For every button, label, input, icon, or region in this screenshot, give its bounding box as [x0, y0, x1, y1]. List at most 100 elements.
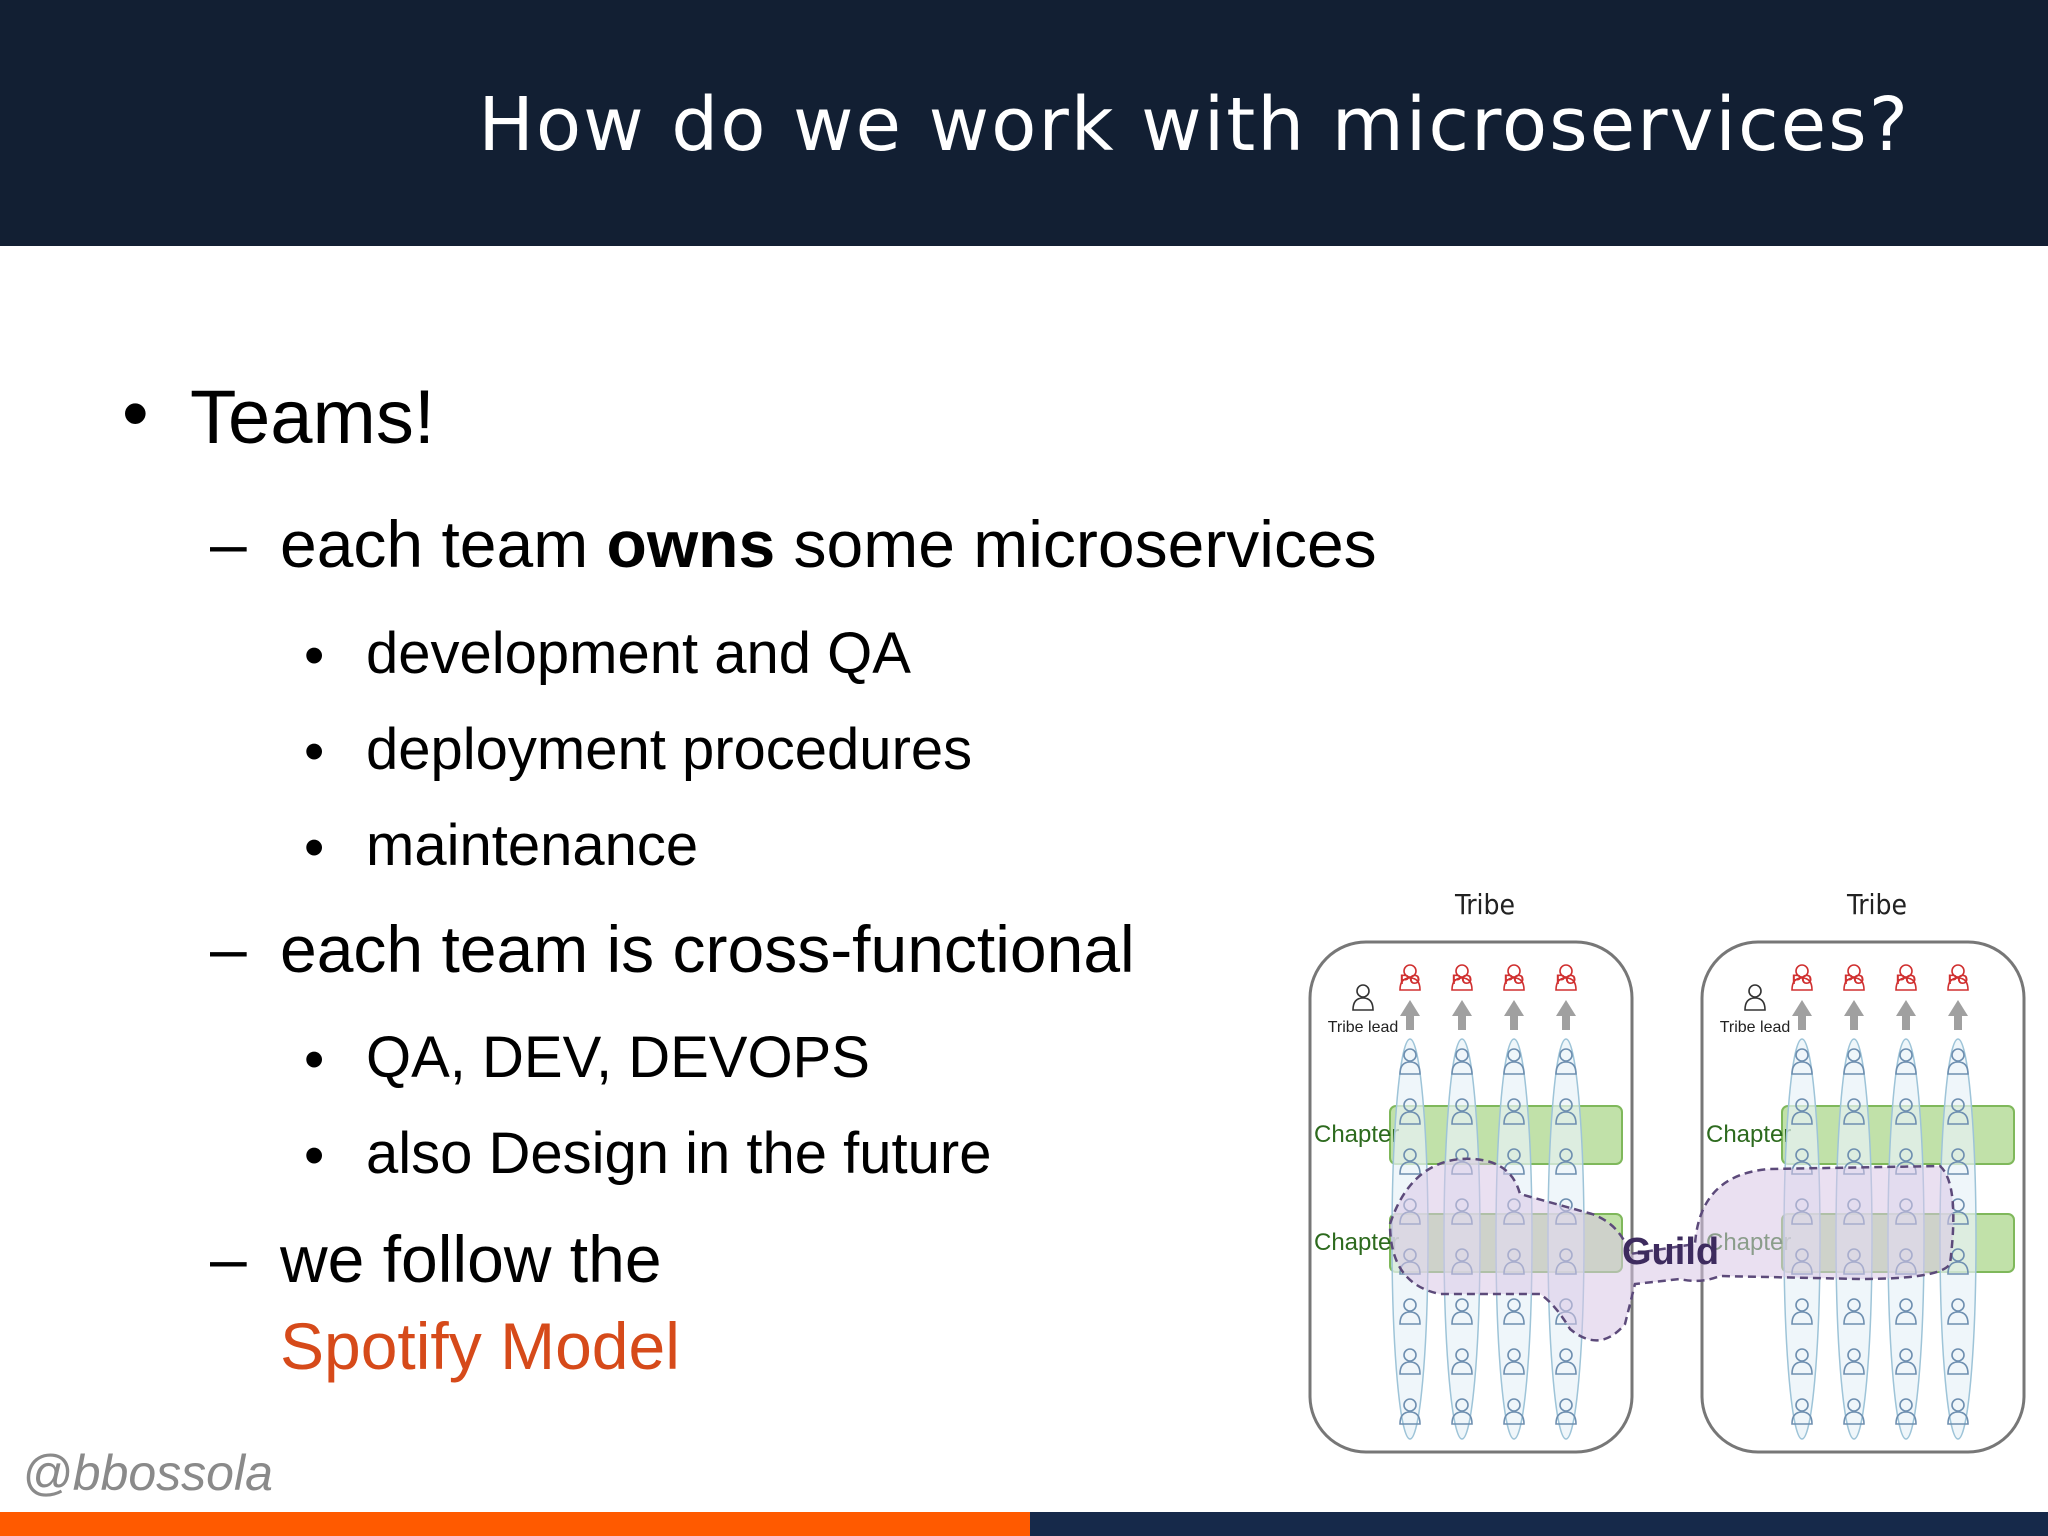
po-label: PO: [1504, 971, 1524, 987]
po-person-body: [1947, 977, 1969, 991]
squad-member-body: [1399, 1361, 1421, 1375]
po-arrow: [1896, 1000, 1916, 1030]
squad-member-head: [1847, 1298, 1861, 1312]
spotify-model-link[interactable]: Spotify Model: [280, 1309, 680, 1383]
chapter-label: Chapter: [1706, 1121, 1791, 1148]
squad-member-head: [1403, 1048, 1417, 1062]
squad-member-head: [1847, 1148, 1861, 1162]
footer-bar-orange: [0, 1512, 1030, 1536]
squad-member-body: [1503, 1061, 1525, 1075]
guild-region: [1388, 1157, 1955, 1342]
po-arrow: [1400, 1000, 1420, 1030]
po-person-body: [1503, 977, 1525, 991]
squad-member-head: [1403, 1098, 1417, 1112]
po-label: PO: [1792, 971, 1812, 987]
squad-member-head: [1507, 1398, 1521, 1412]
squad-member-body: [1947, 1261, 1969, 1275]
squad-member-body: [1555, 1061, 1577, 1075]
squad-member-body: [1947, 1311, 1969, 1325]
squad-member-head: [1847, 1398, 1861, 1412]
squad-member-head: [1847, 1348, 1861, 1362]
squad-member-body: [1895, 1411, 1917, 1425]
po-arrow: [1792, 1000, 1812, 1030]
squad-member-body: [1555, 1111, 1577, 1125]
squad-member-body: [1895, 1361, 1917, 1375]
footer-bar-navy: [1030, 1512, 2048, 1536]
squad-member-head: [1507, 1148, 1521, 1162]
squad-member-head: [1559, 1048, 1573, 1062]
tribe-label: Tribe: [1846, 888, 1907, 921]
slide-title: How do we work with microservices?: [478, 82, 1910, 168]
sub-bullet-item: QA, DEV, DEVOPS: [366, 1025, 870, 1090]
po-arrow: [1948, 1000, 1968, 1030]
squad-member-body: [1895, 1311, 1917, 1325]
po-person-body: [1895, 977, 1917, 991]
squad-member-body: [1503, 1411, 1525, 1425]
tribe-label: Tribe: [1454, 888, 1515, 921]
squad-member-head: [1403, 1398, 1417, 1412]
squad-member-head: [1403, 1298, 1417, 1312]
squad-member-body: [1503, 1311, 1525, 1325]
squad-member-body: [1555, 1361, 1577, 1375]
dash-marker: –: [210, 1221, 247, 1295]
po-person-head: [1951, 964, 1965, 978]
squad-member-head: [1899, 1148, 1913, 1162]
squad-member-body: [1791, 1311, 1813, 1325]
po-person-body: [1399, 977, 1421, 991]
tribe-lead-person-head: [1356, 984, 1370, 998]
tribe-lead-label: Tribe lead: [1720, 1019, 1791, 1036]
squad-member-head: [1455, 1048, 1469, 1062]
po-person-head: [1847, 964, 1861, 978]
squad-member-body: [1555, 1411, 1577, 1425]
squad-member-head: [1507, 1048, 1521, 1062]
squad-member-head: [1899, 1398, 1913, 1412]
squad-member-head: [1795, 1098, 1809, 1112]
squad-member-body: [1503, 1111, 1525, 1125]
po-label: PO: [1556, 971, 1576, 987]
squad-member-body: [1451, 1311, 1473, 1325]
po-arrow: [1556, 1000, 1576, 1030]
sub-bullet-item: development and QA: [366, 621, 911, 686]
sub-bullet-marker: •: [304, 815, 325, 880]
guild-label: Guild: [1622, 1231, 1719, 1273]
squad-member-body: [1947, 1411, 1969, 1425]
tribe-lead-person-head: [1748, 984, 1762, 998]
squad-member-body: [1399, 1311, 1421, 1325]
squad-member-head: [1899, 1348, 1913, 1362]
squad-member-head: [1455, 1098, 1469, 1112]
bullet-cross-functional: each team is cross-functional: [280, 912, 1135, 986]
po-person-head: [1455, 964, 1469, 978]
squad-member-body: [1451, 1411, 1473, 1425]
squad-member-body: [1895, 1111, 1917, 1125]
dash-marker: –: [210, 911, 247, 985]
squad-member-head: [1899, 1048, 1913, 1062]
bullet-follow-line1: we follow the: [280, 1222, 662, 1296]
squad-member-head: [1559, 1148, 1573, 1162]
squad-member-head: [1403, 1148, 1417, 1162]
sub-bullet-marker: •: [304, 1027, 325, 1092]
sub-bullet-item: maintenance: [366, 813, 699, 878]
squad-member-body: [1791, 1411, 1813, 1425]
squad-member-body: [1843, 1061, 1865, 1075]
po-person-head: [1899, 964, 1913, 978]
squad-member-body: [1791, 1111, 1813, 1125]
squad-member-head: [1559, 1398, 1573, 1412]
sub-bullet-item: deployment procedures: [366, 717, 973, 782]
squad-member-body: [1895, 1061, 1917, 1075]
squad-member-body: [1947, 1161, 1969, 1175]
tribe-lead-label: Tribe lead: [1328, 1019, 1399, 1036]
po-person-head: [1559, 964, 1573, 978]
po-arrow: [1452, 1000, 1472, 1030]
po-arrow: [1504, 1000, 1524, 1030]
sub-bullet-marker: •: [304, 719, 325, 784]
po-person-body: [1791, 977, 1813, 991]
squad-member-body: [1947, 1111, 1969, 1125]
tribe-lead-person-body: [1744, 997, 1766, 1011]
sub-bullet-marker: •: [304, 623, 325, 688]
squad-member-head: [1795, 1348, 1809, 1362]
po-person-head: [1403, 964, 1417, 978]
squad-member-body: [1791, 1061, 1813, 1075]
po-person-head: [1507, 964, 1521, 978]
